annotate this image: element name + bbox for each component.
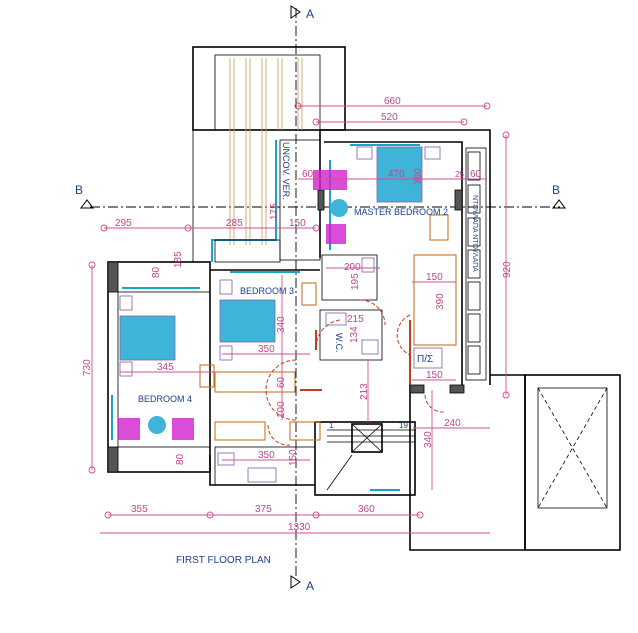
pergola xyxy=(192,46,346,262)
dimension-label: 390 xyxy=(435,293,446,310)
dimension-label: 350 xyxy=(258,344,275,355)
dimension-label: 470 xyxy=(388,169,405,180)
staircase: 1 19 xyxy=(326,421,415,491)
dimension-labels: 660 520 470 60 25 60 360 920 295 285 150… xyxy=(82,96,513,533)
dimension-label: 355 xyxy=(131,504,148,515)
section-label: A xyxy=(306,7,314,21)
dimension-label: 100 xyxy=(276,401,287,418)
bathrooms: W.C. Π/Σ xyxy=(214,254,443,486)
room-label-ps: Π/Σ xyxy=(417,354,433,365)
dimension-label: 60 xyxy=(276,376,287,388)
dimension-label: 350 xyxy=(258,450,275,461)
section-label: B xyxy=(552,183,560,197)
closets xyxy=(199,214,457,441)
dimension-label: 60 xyxy=(470,169,482,180)
dimension-label: 150 xyxy=(426,370,443,381)
dimension-label: 240 xyxy=(444,418,461,429)
dimension-label: 134 xyxy=(349,326,360,343)
room-label-bath: W.C. xyxy=(334,333,344,353)
room-label-bedroom3: BEDROOM 3 xyxy=(240,286,294,296)
dimension-label: 213 xyxy=(359,383,370,400)
armchairs xyxy=(118,170,348,440)
dimension-label: 215 xyxy=(347,314,364,325)
dimension-label: 345 xyxy=(157,362,174,373)
dimension-label: 150 xyxy=(288,449,299,466)
dimension-label: 295 xyxy=(115,218,132,229)
room-label-wardrobe: ΝΤΟΥΛΑΠΑ ΝΤΟΥΛΑΠΑ xyxy=(471,195,478,272)
room-label-master-bedroom: MASTER BEDROOM 2 xyxy=(354,207,448,217)
plan-title: FIRST FLOOR PLAN xyxy=(176,555,271,566)
dimension-label: 920 xyxy=(502,261,513,278)
dimension-label: 285 xyxy=(226,218,243,229)
dimension-label: 195 xyxy=(350,273,361,290)
dimension-label: 660 xyxy=(384,96,401,107)
wardrobe: ΝΤΟΥΛΑΠΑ ΝΤΟΥΛΑΠΑ xyxy=(465,147,487,381)
section-label: B xyxy=(75,183,83,197)
master-bed xyxy=(356,146,441,203)
section-marker-b-left: B xyxy=(75,183,94,209)
dimension-label: 80 xyxy=(151,266,162,278)
room-label-bedroom4: BEDROOM 4 xyxy=(138,394,192,404)
dimension-label: 340 xyxy=(276,316,287,333)
room-label-uncovered-veranda: UNCOV. VER. xyxy=(281,142,291,200)
dimension-label: 150 xyxy=(426,272,443,283)
dimension-label: 375 xyxy=(255,504,272,515)
dimension-label: 360 xyxy=(358,504,375,515)
dimension-lines xyxy=(88,102,510,534)
section-label: A xyxy=(306,579,314,593)
dimension-label: 520 xyxy=(381,112,398,123)
dimension-label: 25 xyxy=(455,170,464,179)
dimension-label: 60 xyxy=(302,169,314,180)
dimension-label: 340 xyxy=(423,431,434,448)
dimension-label: 200 xyxy=(344,262,361,273)
section-marker-a-bottom: A xyxy=(290,575,314,593)
bedroom3-bed xyxy=(219,279,276,361)
bedroom4-bed xyxy=(119,295,176,377)
dimension-label: 1330 xyxy=(288,522,311,533)
dimension-label: 150 xyxy=(289,218,306,229)
dimension-label: 730 xyxy=(82,359,93,376)
dimension-label: 360 xyxy=(413,168,424,185)
dimension-label: 185 xyxy=(173,251,184,268)
section-marker-a-top: A xyxy=(290,5,314,21)
stair-number-first: 1 xyxy=(329,421,334,430)
dimension-label: 175 xyxy=(269,203,280,220)
dimension-label: 80 xyxy=(175,453,186,465)
section-marker-b-right: B xyxy=(552,183,566,209)
stair-number-last: 19 xyxy=(399,421,408,430)
doors xyxy=(265,299,446,446)
